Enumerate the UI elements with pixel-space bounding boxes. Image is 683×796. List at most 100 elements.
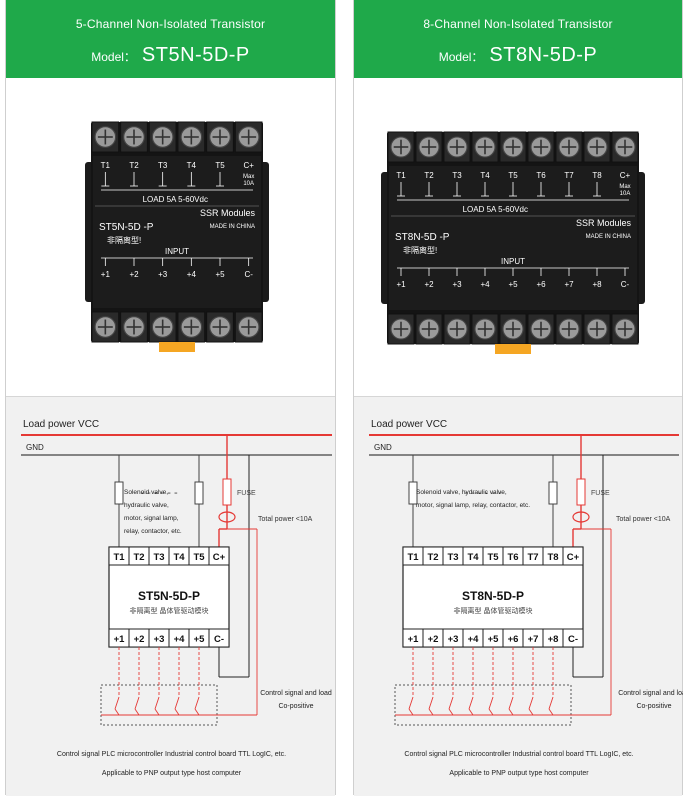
max-label: Max (243, 174, 254, 180)
panel-header: 8-Channel Non-Isolated Transistor Model：… (354, 0, 682, 78)
max-value: 10A (243, 181, 254, 187)
input-terminal: +8 (548, 634, 559, 645)
input-terminal-label: +4 (187, 270, 197, 279)
output-terminal: T6 (507, 552, 518, 563)
transistor-symbol (528, 708, 534, 716)
input-terminal: +6 (508, 634, 519, 645)
output-label: T5 (215, 161, 225, 170)
transistor-symbol (154, 696, 160, 710)
control-signal-label: Control signal and load (618, 690, 683, 697)
load-power-label: Load power VCC (371, 419, 447, 430)
transistor-symbol (548, 696, 554, 710)
load-rating: LOAD 5A 5-60Vdc (463, 205, 528, 214)
input-terminal: +3 (448, 634, 459, 645)
input-terminal-label: +1 (396, 280, 406, 289)
input-terminal: +4 (468, 634, 480, 645)
output-label: T8 (592, 171, 602, 180)
input-terminal: +5 (488, 634, 500, 645)
output-terminal: T4 (467, 552, 479, 563)
input-terminal: +4 (174, 634, 186, 645)
output-label: T3 (158, 161, 168, 170)
total-power-label: Total power <10A (258, 516, 313, 523)
non-isolated-label: 非隔离型! (403, 245, 437, 255)
din-clip (159, 342, 195, 352)
output-terminal: T7 (527, 552, 538, 563)
gnd-label: GND (374, 443, 392, 452)
load-description: Solenoid valve, hydraulic valve, (416, 489, 507, 496)
load-resistor (548, 481, 558, 505)
gnd-label: GND (26, 443, 44, 452)
output-terminal: C+ (567, 552, 580, 563)
transistor-symbol (154, 708, 160, 716)
load-power-label: Load power VCC (23, 419, 99, 430)
output-label: C+ (620, 171, 631, 180)
transistor-symbol (488, 708, 494, 716)
model-line: Model：ST5N-5D-P (6, 44, 335, 67)
ellipsis-dashes: - - - - - - (140, 487, 178, 499)
input-label: INPUT (165, 247, 189, 256)
model-separator: ： (471, 50, 484, 64)
output-label: T1 (396, 171, 406, 180)
made-in-label: MADE IN CHINA (586, 234, 631, 240)
load-description: motor, signal lamp, relay, contactor, et… (416, 502, 530, 509)
input-terminal-label: +3 (452, 280, 462, 289)
input-terminal: +3 (154, 634, 165, 645)
input-cell (562, 628, 584, 648)
input-terminal-label: C- (621, 280, 630, 289)
brand-label: SSR Modules (576, 218, 632, 228)
footer-line-1: Control signal PLC microcontroller Indus… (404, 751, 633, 758)
load-resistor (194, 481, 204, 505)
transistor-symbol (114, 696, 120, 710)
model-value: ST5N-5D-P (141, 44, 250, 66)
din-clip (495, 344, 531, 354)
transistor-symbol (468, 696, 474, 710)
model-separator: ： (123, 50, 136, 64)
panel-title: 5-Channel Non-Isolated Transistor (75, 17, 266, 31)
output-label: C+ (243, 161, 254, 170)
module-model: ST5N-5D -P (99, 222, 154, 233)
input-terminal-label: +2 (424, 280, 434, 289)
output-label: T3 (452, 171, 462, 180)
load-description: motor, signal lamp, (124, 515, 179, 522)
transistor-symbol (448, 708, 454, 716)
panel-header: 5-Channel Non-Isolated Transistor Model：… (6, 0, 335, 78)
fuse-icon (222, 478, 232, 506)
input-cell (208, 628, 230, 648)
panel-title: 8-Channel Non-Isolated Transistor (423, 17, 613, 31)
input-terminal: +1 (114, 634, 126, 645)
output-label: T4 (187, 161, 197, 170)
output-terminal: T8 (547, 552, 558, 563)
module-name: ST8N-5D-P (462, 589, 524, 603)
input-terminal-label: +5 (215, 270, 225, 279)
transistor-symbol (528, 696, 534, 710)
input-label: INPUT (501, 257, 525, 266)
input-terminal-label: +5 (508, 280, 518, 289)
output-terminal: T5 (193, 552, 205, 563)
output-label: T2 (129, 161, 139, 170)
module-model: ST8N-5D -P (395, 232, 450, 243)
output-terminal: T3 (153, 552, 164, 563)
fuse-label: FUSE (237, 490, 256, 497)
load-description: relay, contactor, etc. (124, 528, 182, 535)
input-terminal: C- (214, 634, 224, 645)
transistor-symbol (134, 708, 140, 716)
product-panel-8ch: 8-Channel Non-Isolated Transistor Model：… (353, 0, 683, 796)
input-terminal-label: C- (244, 270, 253, 279)
max-value: 10A (620, 191, 631, 197)
output-terminal: C+ (213, 552, 226, 563)
footer-line-2: Applicable to PNP output type host compu… (449, 770, 589, 777)
load-description: hydraulic valve, (124, 502, 169, 509)
input-terminal-label: +4 (480, 280, 490, 289)
transistor-symbol (448, 696, 454, 710)
transistor-symbol (508, 708, 514, 716)
module-subtitle: 非隔离型 晶体管驱动模块 (454, 606, 533, 615)
model-value: ST8N-5D-P (489, 44, 598, 66)
output-label: T2 (424, 171, 434, 180)
brand-label: SSR Modules (200, 208, 256, 218)
output-label: T5 (508, 171, 518, 180)
control-signal-label: Control signal and load (260, 690, 332, 697)
footer-line-1: Control signal PLC microcontroller Indus… (57, 751, 286, 758)
